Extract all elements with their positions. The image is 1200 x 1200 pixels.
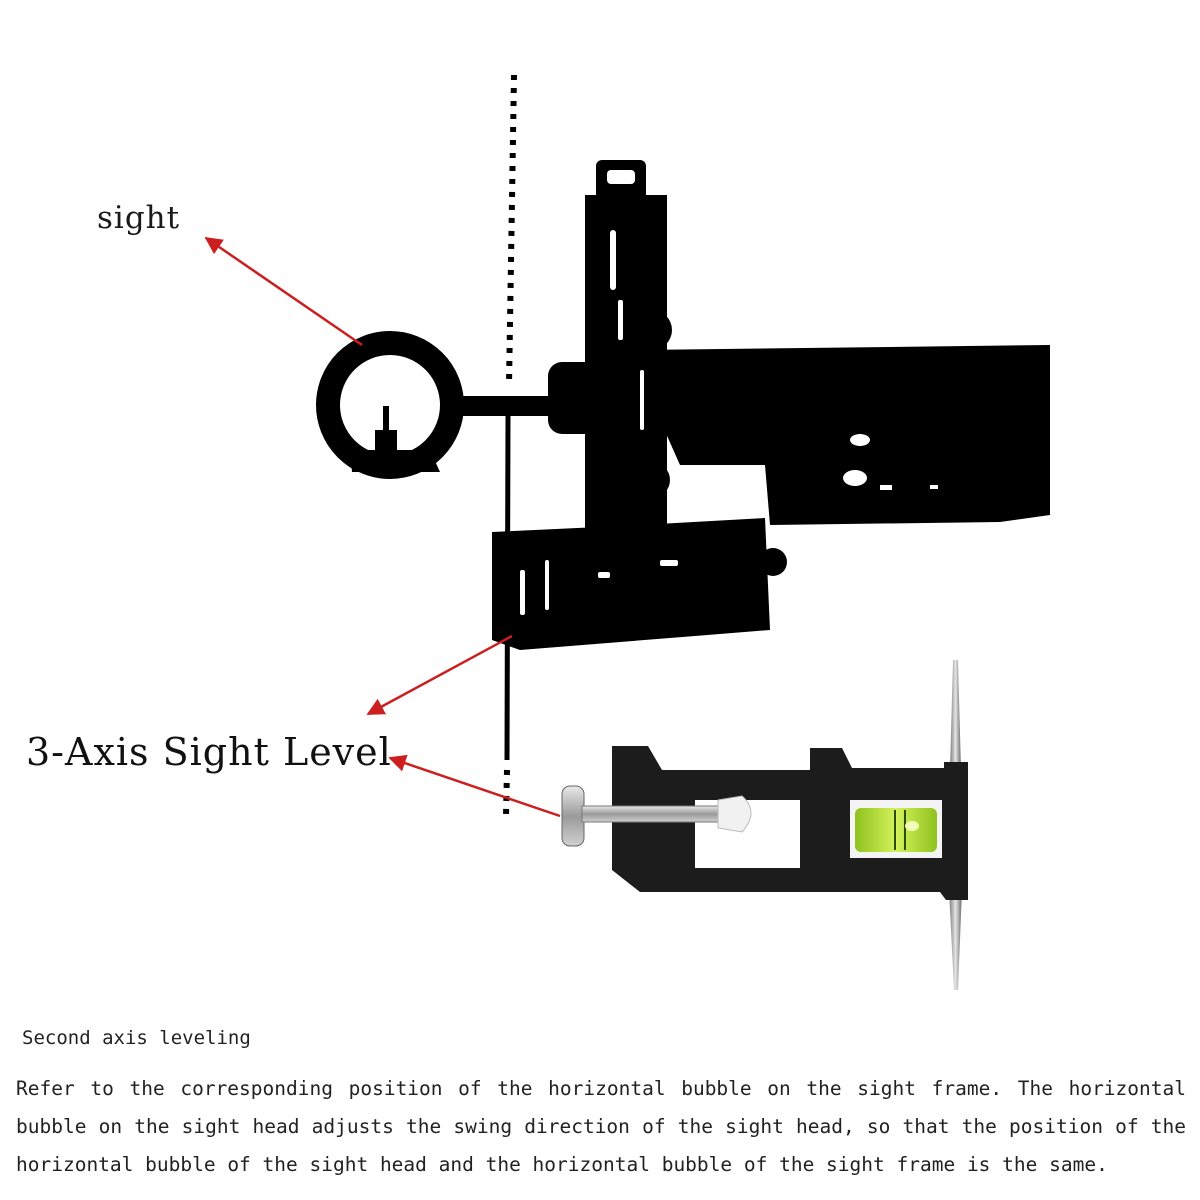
bow-sight-silhouette xyxy=(316,160,1050,650)
bowstring-dotted-line-top xyxy=(506,74,517,386)
arrow-level-upper xyxy=(366,634,513,716)
level-pin-top xyxy=(950,660,961,770)
screw-thread xyxy=(581,805,723,823)
screw-tip xyxy=(717,795,752,833)
caption-body: Refer to the corresponding position of t… xyxy=(16,1077,1186,1176)
sight-level-label: 3-Axis Sight Level xyxy=(26,730,392,774)
arrow-level-lower xyxy=(388,754,561,818)
arrow-sight xyxy=(204,236,363,347)
silhouette-highlights xyxy=(520,230,938,615)
caption-title: Second axis leveling xyxy=(22,1027,251,1049)
level-pin-bottom xyxy=(949,890,962,990)
bowstring-dotted-line-bottom xyxy=(503,769,510,816)
thumb-screw-knob xyxy=(561,785,585,847)
annotation-arrows xyxy=(204,236,561,818)
diagram-illustration xyxy=(204,74,1050,990)
sight-level-device xyxy=(561,660,968,990)
sight-label: sight xyxy=(97,200,181,236)
